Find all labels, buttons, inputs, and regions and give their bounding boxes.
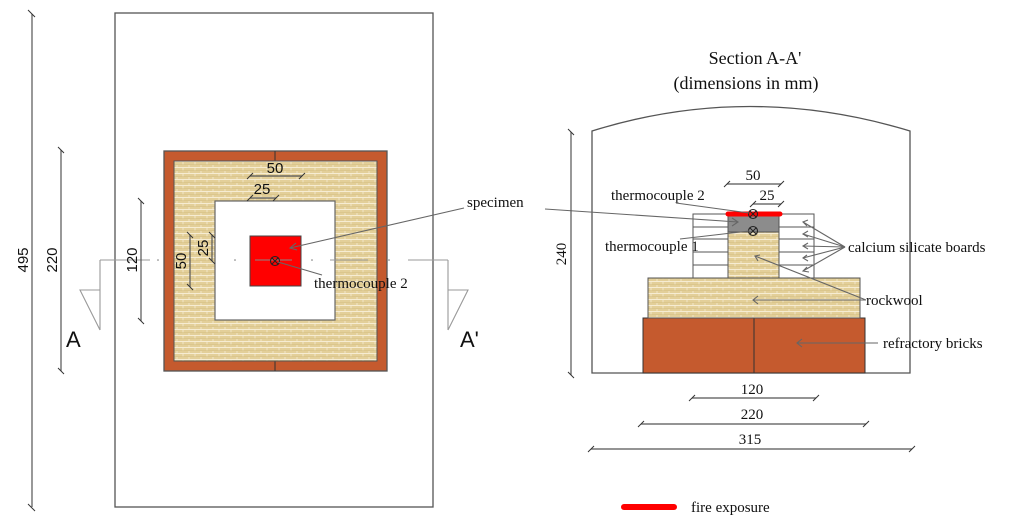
section-thermocouple-1-leader: [679, 230, 750, 240]
section-line: [79, 259, 469, 331]
section-mark-A: A: [66, 327, 81, 352]
dim-section-120-label: 120: [741, 382, 764, 398]
refractory-bricks-leader: [796, 338, 878, 348]
section-thermocouple-2-leader: [675, 202, 750, 214]
dim-plan-side-50: [186, 231, 194, 291]
plan-thermocouple-icon: [269, 255, 281, 267]
dim-plan-side-25: [208, 231, 216, 265]
section-rockwool-base: [647, 277, 861, 319]
plan-thermocouple-leader: [277, 261, 323, 276]
section-mark-A-prime: A': [460, 327, 479, 352]
dim-plan-side-50-label: 50: [173, 253, 190, 270]
plan-thermocouple-label: thermocouple 2: [314, 276, 408, 292]
calcium-silicate-label: calcium silicate boards: [848, 240, 986, 256]
plan-specimen-label: specimen: [467, 195, 524, 211]
dim-120: [137, 197, 145, 325]
dim-section-315: [587, 445, 916, 453]
rockwool-leaders: [752, 254, 867, 305]
section-thermocouple-1-label: thermocouple 1: [605, 239, 699, 255]
plan-specimen-leader: [288, 207, 465, 251]
dim-section-top-25-label: 25: [760, 188, 775, 204]
plan-view: A A' 495 220 120: [15, 9, 524, 512]
section-title: Section A-A': [709, 48, 802, 68]
dim-495-label: 495: [15, 247, 32, 272]
section-subtitle: (dimensions in mm): [674, 73, 819, 94]
section-marker-left-icon: [79, 260, 101, 331]
section-rockwool-column: [727, 231, 780, 279]
dim-plan-side-25-label: 25: [195, 240, 212, 257]
section-thermocouple-2-icon: [747, 208, 759, 220]
dim-plan-top-25: [246, 194, 280, 202]
dim-240-label: 240: [554, 243, 570, 266]
dim-220: [57, 146, 65, 375]
dim-plan-top-25-label: 25: [254, 181, 271, 198]
section-thermocouple-2-label: thermocouple 2: [611, 188, 705, 204]
dim-plan-top-50-label: 50: [267, 160, 284, 177]
legend: fire exposure: [621, 500, 770, 516]
section-view: Section A-A' (dimensions in mm): [544, 48, 986, 453]
rockwool-label: rockwool: [866, 293, 923, 309]
dim-plan-top-50: [246, 172, 306, 180]
dim-section-top-50: [723, 180, 785, 188]
dim-section-120: [688, 394, 820, 402]
section-specimen-leader: [544, 208, 739, 227]
calcium-silicate-leaders: [801, 219, 846, 273]
section-marker-right-icon: [447, 260, 469, 331]
dim-240: [567, 128, 575, 379]
dim-section-315-label: 315: [739, 432, 762, 448]
fire-exposure-label: fire exposure: [691, 500, 770, 516]
dim-120-label: 120: [124, 247, 141, 272]
dim-section-220-label: 220: [741, 407, 764, 423]
dim-section-top-50-label: 50: [746, 168, 761, 184]
dim-section-top-25: [749, 200, 785, 208]
dim-495: [27, 9, 36, 512]
dim-section-220: [637, 420, 870, 428]
dim-220-label: 220: [44, 247, 61, 272]
refractory-bricks-label: refractory bricks: [883, 336, 983, 352]
